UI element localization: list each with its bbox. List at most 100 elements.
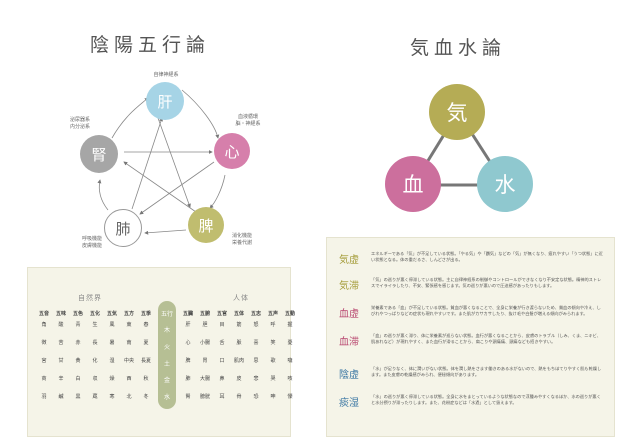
- nature-cell: 風: [109, 322, 115, 328]
- body-cell: 脾: [185, 358, 191, 364]
- body-cell: 肝: [185, 322, 191, 328]
- body-cell: 呻: [270, 394, 276, 400]
- symptom-term: 痰湿: [339, 398, 359, 409]
- nature-cell: 秋: [143, 376, 149, 382]
- nature-cell: 酸: [58, 322, 64, 328]
- body-cell: 骨: [236, 394, 242, 400]
- nature-column: 五音角徴宮商羽: [36, 310, 52, 412]
- body-cell: 大腸: [199, 376, 210, 382]
- symptom-description: 「気」の巡りが悪く停滞している状態。主に自律神経系の制御やコントロールができなく…: [371, 277, 602, 288]
- body-cell: 恐: [253, 394, 259, 400]
- lung-annotation-1: 呼吸機能: [81, 236, 102, 242]
- nature-cell: 羽: [41, 394, 47, 400]
- nature-cell: 夏: [143, 340, 149, 346]
- nature-cell: 湿: [109, 358, 115, 364]
- nature-cell: 南: [126, 340, 132, 346]
- body-cell: 脈: [236, 340, 242, 346]
- symptom-description: 「血」の巡りが悪く滞り、体に栄養素が巡らない状態。血行が悪くなることから、皮膚の…: [371, 333, 601, 344]
- body-cell: 悲: [253, 376, 259, 382]
- body-column-header: 五臓: [182, 311, 193, 317]
- heart-label: 心: [224, 142, 240, 161]
- nature-column: 五季春夏長夏秋冬: [138, 310, 154, 412]
- body-column: 五体筋脈肌肉皮骨: [231, 310, 247, 412]
- nature-column-header: 五色: [72, 311, 83, 317]
- nature-cell: 宮: [41, 358, 47, 364]
- nature-cell: 徴: [41, 340, 47, 346]
- body-cell: 胃: [202, 358, 208, 364]
- nature-cell: 赤: [75, 340, 81, 346]
- symptom-term: 気滞: [339, 281, 359, 292]
- ki-circle: 気: [429, 84, 485, 140]
- nature-column: 五気風暑湿燥寒: [104, 310, 120, 412]
- nature-column-header: 五味: [55, 311, 66, 317]
- body-cell: 喜: [253, 340, 259, 346]
- nature-column: 五色青赤黄白黒: [70, 310, 86, 412]
- body-column-header: 五体: [233, 311, 244, 317]
- symptom-panel: 気虚 エネルギーである「気」が不足している状態。「やる気」や「覇気」などの「気」が…: [326, 237, 615, 437]
- body-column: 五声呼笑歌哭呻: [265, 310, 281, 412]
- body-title: 人体: [233, 294, 249, 302]
- ki-label: 気: [446, 101, 468, 125]
- nature-cell: 春: [143, 322, 149, 328]
- body-cell: 胆: [202, 322, 208, 328]
- wuxing-earth: 土: [163, 360, 170, 368]
- nature-column-header: 五気: [106, 311, 117, 317]
- nature-cell: 寒: [109, 394, 115, 400]
- body-cell: 耳: [219, 394, 225, 400]
- right-title: 気血水論: [410, 37, 507, 59]
- symptom-description: 「水」の巡りが悪く停滞している状態。全身に水をまとっているような状態なので浮腫み…: [371, 394, 601, 405]
- nature-cell: 角: [41, 322, 47, 328]
- left-title: 陰陽五行論: [90, 34, 211, 56]
- nature-cell: 生: [92, 322, 98, 328]
- lung-element: 肺: [104, 209, 142, 247]
- body-cell: 思: [253, 358, 259, 364]
- nature-cell: 暑: [109, 340, 115, 346]
- wuxing-pill: 五行 木 火 土 金 水: [158, 301, 176, 409]
- nature-column-header: 五方: [123, 311, 134, 317]
- body-cell: 肺: [185, 376, 191, 382]
- nature-column-header: 五化: [89, 311, 100, 317]
- body-cell: 肌肉: [233, 358, 244, 364]
- body-column: 五腑胆小腸胃大腸膀胱: [197, 310, 213, 412]
- spleen-annotation-2: 栄養代謝: [231, 240, 252, 246]
- lung-annotation-2: 皮膚機能: [81, 243, 102, 249]
- nature-title: 自然界: [78, 294, 102, 302]
- body-column: 五志怒喜思悲恐: [248, 310, 264, 412]
- body-cell: 皮: [236, 376, 242, 382]
- body-cell: 怒: [253, 322, 259, 328]
- wuxing-header: 五行: [160, 310, 173, 318]
- spleen-element: 脾: [188, 207, 224, 243]
- nature-cell: 甘: [58, 358, 64, 364]
- symptom-description: エネルギーである「気」が不足している状態。「やる気」や「覇気」などの「気」が無く…: [371, 251, 603, 262]
- correspondence-table: 自然界 人体 五行 木 火 土 金 水 五音角徴宮商羽五味酸苦甘辛鹹五色青赤黄白…: [27, 267, 295, 437]
- nature-cell: 化: [92, 358, 98, 364]
- nature-cell: 商: [41, 376, 47, 382]
- nature-cell: 燥: [109, 376, 115, 382]
- body-cell: 筋: [236, 322, 242, 328]
- body-column-header: 五声: [267, 311, 278, 317]
- symptom-term: 陰虚: [339, 370, 359, 381]
- body-column-header: 五動: [284, 311, 295, 317]
- liver-element: 肝: [146, 82, 184, 120]
- body-cell: 鼻: [219, 376, 225, 382]
- nature-cell: 中央: [123, 358, 134, 364]
- ketsu-circle: 血: [385, 156, 441, 212]
- body-cell: 憂: [287, 340, 293, 346]
- wuxing-water: 水: [163, 394, 170, 402]
- body-column-header: 五志: [250, 311, 261, 317]
- ketsu-label: 血: [402, 173, 424, 197]
- heart-annotation-1: 血液循環: [237, 114, 258, 120]
- nature-column: 五化生長化収蔵: [87, 310, 103, 412]
- body-column: 五官目舌口鼻耳: [214, 310, 230, 412]
- nature-cell: 北: [126, 394, 132, 400]
- symptom-description: 「水」が足りなく、体に潤いがない状態。体を潤し熱をさます働きのある水がないので、…: [371, 366, 602, 377]
- body-cell: 小腸: [199, 340, 210, 346]
- symptom-term: 気虚: [339, 255, 359, 266]
- wuxing-metal: 金: [163, 377, 170, 385]
- heart-annotation-2: 脳・神経系: [235, 121, 261, 127]
- kidney-element: 腎: [80, 135, 118, 173]
- nature-cell: 苦: [58, 340, 64, 346]
- nature-cell: 黒: [75, 394, 81, 400]
- body-cell: 舌: [219, 340, 225, 346]
- body-column: 五臓肝心脾肺腎: [180, 310, 196, 412]
